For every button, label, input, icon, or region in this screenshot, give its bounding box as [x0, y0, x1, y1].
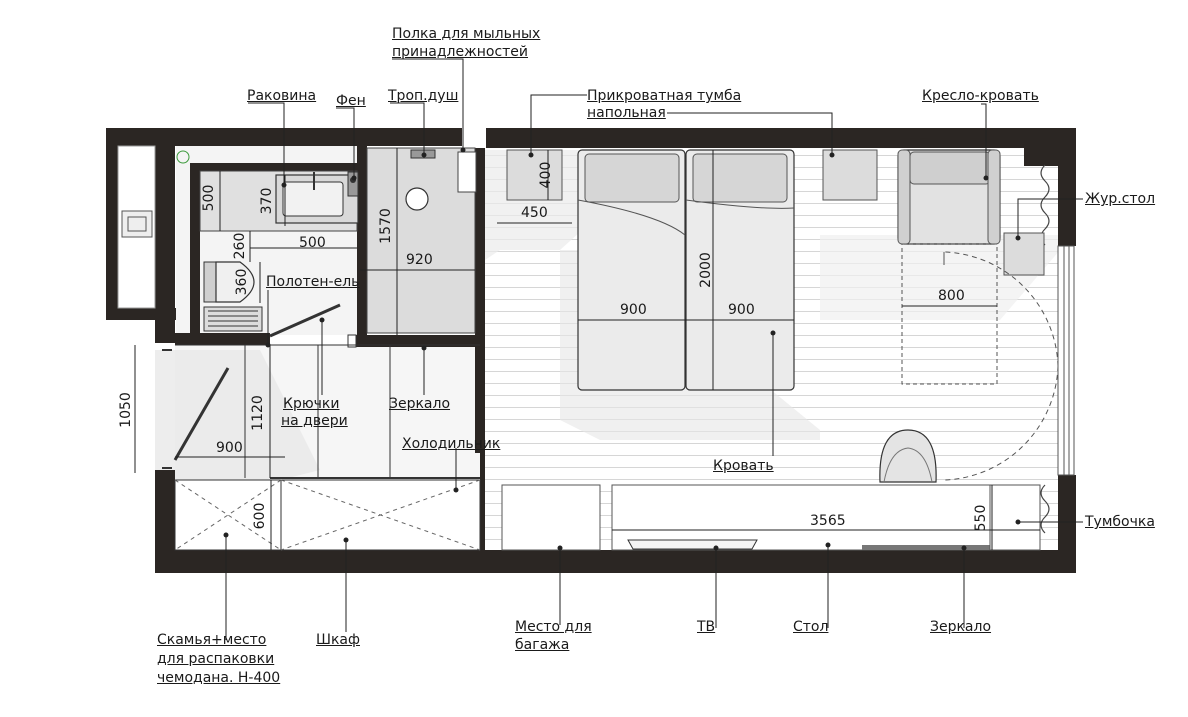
curtain-top — [1040, 164, 1050, 246]
label-sink: Раковина — [247, 88, 317, 104]
curtain-bottom — [1040, 484, 1050, 534]
dim-2000: 2000 — [698, 252, 714, 288]
label-shower: Троп.душ — [388, 88, 459, 104]
entry-door-leaf — [173, 367, 230, 461]
dim-370: 370 — [259, 187, 275, 215]
door-swing-top — [943, 251, 1059, 367]
coffee-table — [1003, 232, 1045, 276]
label-luggage-2: багажа — [515, 637, 570, 653]
dim-450: 450 — [521, 205, 548, 221]
label-tv: ТВ — [697, 619, 716, 635]
label-soap-shelf-2: принадлежностей — [392, 44, 529, 60]
label-desk: Стол — [793, 619, 829, 635]
walls — [106, 128, 1076, 573]
dim-900-bed-left: 900 — [620, 302, 647, 318]
dim-500-sink: 500 — [299, 235, 326, 251]
dim-900-bed-right: 900 — [728, 302, 755, 318]
label-towel: Полотен-ель — [266, 274, 360, 290]
toilet-tank — [203, 261, 217, 303]
label-luggage: Место для — [515, 619, 592, 635]
bench-wardrobe — [174, 479, 481, 551]
toilet-bowl — [215, 261, 255, 303]
luggage-place — [501, 484, 601, 551]
label-bed: Кровать — [713, 458, 774, 474]
floor-shadow-right — [820, 235, 1060, 320]
dim-400: 400 — [538, 161, 554, 189]
cabinet — [989, 484, 1041, 551]
dryer — [347, 171, 359, 197]
label-coffee-table: Жур.стол — [1085, 191, 1156, 207]
label-bench: Скамья+место — [157, 632, 267, 648]
label-bench-3: чемодана. Н-400 — [157, 670, 281, 686]
dim-900-hall: 900 — [216, 440, 243, 456]
dimension-lines — [134, 148, 1040, 550]
dim-1050: 1050 — [118, 392, 134, 428]
bath-door-leaf — [269, 303, 341, 338]
niche-appliance — [121, 210, 153, 238]
niche-appliance-inner — [127, 216, 147, 232]
dim-800: 800 — [938, 288, 965, 304]
dim-500-left: 500 — [201, 184, 217, 212]
shower-tray — [366, 147, 476, 334]
bed — [577, 149, 795, 391]
dim-3565: 3565 — [810, 513, 846, 529]
label-bench-2: для распаковки — [157, 651, 275, 667]
tv — [627, 539, 758, 550]
dim-550: 550 — [973, 504, 989, 532]
label-armchair-bed: Кресло-кровать — [922, 88, 1039, 104]
hallway-shadow — [155, 350, 320, 480]
label-cabinet: Тумбочка — [1085, 514, 1155, 530]
label-fridge: Холодильник — [402, 436, 501, 452]
label-soap-shelf: Полка для мыльных — [392, 26, 541, 42]
nightstand — [506, 149, 563, 201]
dim-360: 360 — [234, 268, 250, 296]
leader-dots — [223, 147, 1021, 551]
label-hooks: Крючки — [283, 396, 340, 412]
label-mirror-entry: Зеркало — [389, 396, 451, 412]
dim-1570: 1570 — [378, 208, 394, 244]
desk-chair — [879, 429, 937, 483]
armchair-bed-unfolded — [901, 243, 998, 385]
label-dryer: Фен — [336, 93, 366, 109]
label-wardrobe: Шкаф — [316, 632, 360, 648]
soap-shelf — [457, 151, 477, 193]
door-swing-bottom — [943, 365, 1059, 481]
label-hooks-2: на двери — [281, 413, 348, 429]
label-nightstand: Прикроватная тумба — [587, 88, 742, 104]
vent-icon — [176, 150, 190, 164]
window — [1057, 245, 1075, 476]
label-nightstand-2: напольная — [587, 105, 666, 121]
dim-600: 600 — [252, 502, 268, 530]
armchair-bed — [897, 149, 1001, 245]
dim-260: 260 — [232, 232, 248, 260]
dim-1120: 1120 — [250, 395, 266, 431]
dim-920: 920 — [406, 252, 433, 268]
leader-lines — [225, 58, 1083, 640]
shower-drain — [405, 187, 429, 211]
nightstand-right — [822, 149, 878, 201]
label-mirror-room: Зеркало — [930, 619, 992, 635]
mirror — [862, 545, 1040, 550]
